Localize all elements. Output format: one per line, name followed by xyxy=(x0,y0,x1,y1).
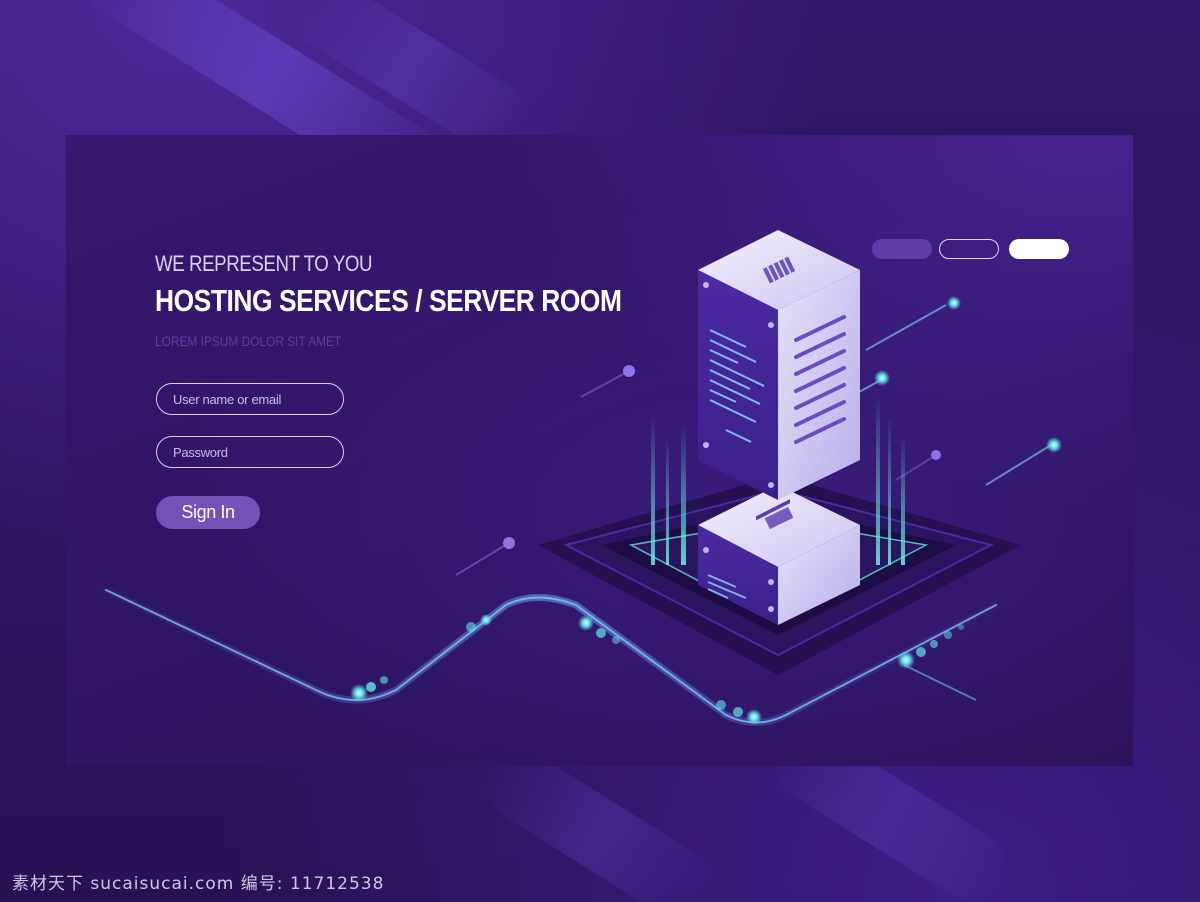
username-input[interactable] xyxy=(157,384,343,414)
sign-in-button[interactable]: Sign In xyxy=(156,496,260,529)
hero-pretitle: WE REPRESENT TO YOU xyxy=(155,251,373,276)
slide-indicator-3[interactable] xyxy=(1009,239,1069,259)
hero-text: WE REPRESENT TO YOU HOSTING SERVICES / S… xyxy=(155,251,704,349)
password-input[interactable] xyxy=(157,437,343,467)
slide-indicator-1[interactable] xyxy=(872,239,932,259)
hero-title: HOSTING SERVICES / SERVER ROOM xyxy=(155,283,622,318)
server-unit-icon xyxy=(698,485,860,625)
server-rack-icon xyxy=(698,230,860,500)
username-field[interactable] xyxy=(156,383,344,415)
glow-dots xyxy=(350,614,964,725)
slide-indicator-2[interactable] xyxy=(939,239,999,259)
hero-subtitle: LOREM IPSUM DOLOR SIT AMET xyxy=(155,333,342,349)
password-field[interactable] xyxy=(156,436,344,468)
hero-card: WE REPRESENT TO YOU HOSTING SERVICES / S… xyxy=(66,135,1133,766)
watermark-text: 素材天下 sucaisucai.com 编号: 11712538 xyxy=(12,874,385,894)
server-illustration xyxy=(102,230,1062,726)
